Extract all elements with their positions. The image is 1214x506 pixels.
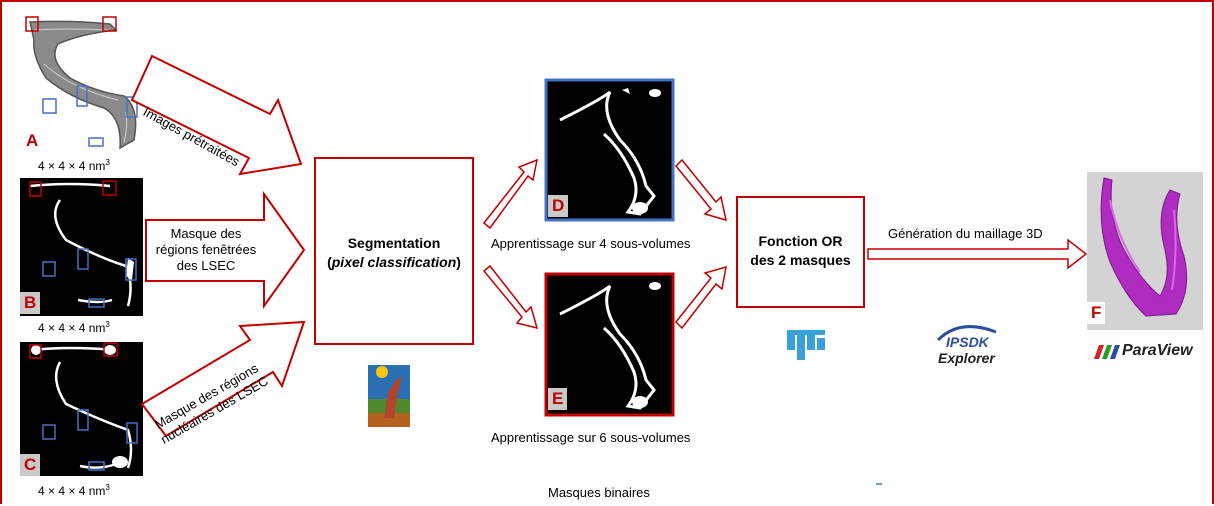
ipsdk-logo-subtext: Explorer bbox=[938, 350, 995, 366]
arrow-label-generation: Génération du maillage 3D bbox=[888, 226, 1043, 241]
fonction-or-box bbox=[736, 196, 865, 308]
caption-b: 4 × 4 × 4 nm3 bbox=[38, 320, 110, 335]
roi-blue-box bbox=[42, 98, 57, 114]
paraview-logo-mark bbox=[1094, 345, 1120, 359]
roi-red-box bbox=[102, 180, 117, 196]
arrow-masque-fenetrees bbox=[145, 190, 306, 310]
caption-a: 4 × 4 × 4 nm3 bbox=[38, 158, 110, 173]
panel-a-image bbox=[20, 14, 144, 150]
arrow-images-pretraitees bbox=[130, 54, 303, 176]
fiji-logo bbox=[787, 330, 825, 360]
roi-red-box bbox=[103, 342, 118, 357]
ipsdk-logo bbox=[936, 325, 997, 342]
ilastik-logo bbox=[368, 365, 410, 427]
arrow-seg-to-d bbox=[482, 158, 539, 230]
segmentation-box bbox=[314, 157, 474, 345]
label-apprentissage-6: Apprentissage sur 6 sous-volumes bbox=[491, 430, 691, 445]
label-masques-binaires: Masques binaires bbox=[548, 485, 650, 500]
panel-b-image bbox=[20, 178, 143, 316]
roi-blue-box bbox=[88, 461, 105, 471]
panel-f-image bbox=[1087, 172, 1203, 330]
roi-red-box bbox=[29, 181, 42, 197]
roi-blue-box bbox=[77, 409, 89, 431]
roi-blue-box bbox=[76, 85, 88, 107]
panel-letter-e: E bbox=[548, 388, 568, 410]
roi-red-box bbox=[25, 16, 39, 32]
paraview-logo-text: ParaView bbox=[1122, 342, 1193, 359]
arrow-generation bbox=[867, 238, 1088, 270]
panel-letter-d: D bbox=[548, 195, 569, 217]
caption-c: 4 × 4 × 4 nm3 bbox=[38, 483, 110, 498]
roi-blue-box bbox=[88, 298, 105, 308]
roi-blue-box bbox=[77, 248, 89, 270]
panel-letter-b: B bbox=[20, 292, 41, 314]
arrow-masque-nucleaires bbox=[140, 320, 306, 438]
roi-blue-box bbox=[42, 261, 56, 277]
roi-red-box bbox=[29, 344, 42, 359]
roi-red-box bbox=[102, 16, 117, 32]
ipsdk-logo-text: IPSDK bbox=[946, 334, 989, 350]
roi-blue-box bbox=[88, 137, 104, 147]
roi-blue-box bbox=[42, 424, 56, 440]
arrow-d-to-or bbox=[674, 158, 727, 222]
panel-c-image bbox=[20, 342, 143, 476]
label-apprentissage-4: Apprentissage sur 4 sous-volumes bbox=[491, 236, 691, 251]
roi-blue-box bbox=[125, 258, 137, 281]
roi-blue-box bbox=[126, 96, 138, 118]
fonction-or-label: Fonction OR des 2 masques bbox=[750, 233, 851, 268]
roi-blue-box bbox=[126, 422, 138, 444]
arrow-e-to-or bbox=[674, 265, 727, 330]
panel-letter-c: C bbox=[20, 454, 41, 476]
arrow-seg-to-e bbox=[482, 264, 539, 330]
panel-letter-f: F bbox=[1087, 302, 1106, 324]
panel-letter-a: A bbox=[26, 131, 39, 150]
arrow-label-masque-fenetrees: Masque des régions fenêtrées des LSEC bbox=[155, 226, 257, 273]
segmentation-label: Segmentation (pixel classification) bbox=[327, 235, 461, 270]
